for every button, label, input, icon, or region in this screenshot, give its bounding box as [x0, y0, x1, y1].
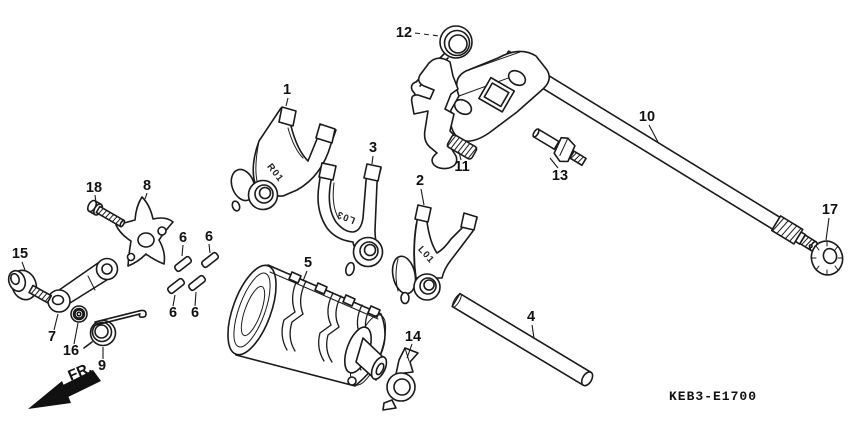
leader-line-6 — [172, 294, 176, 307]
gearshift-arm-assembly — [410, 50, 551, 170]
stopper-arm-spring — [83, 309, 147, 349]
arm-pin-lower — [453, 98, 473, 116]
part-label-1: 1 — [283, 82, 291, 98]
part-label-4: 4 — [527, 309, 535, 325]
fork-pad — [414, 204, 432, 223]
part-label-9: 9 — [98, 358, 106, 374]
part-label-18: 18 — [86, 180, 102, 196]
part-label-11: 11 — [454, 159, 469, 175]
part-label-12: 12 — [396, 25, 412, 41]
part-label-17: 17 — [822, 202, 838, 218]
part-label-2: 2 — [416, 173, 424, 189]
leader-line-16 — [73, 322, 79, 345]
drum-slot — [367, 305, 381, 318]
part-label-13: 13 — [552, 168, 568, 184]
part-label-3: 3 — [369, 140, 377, 156]
fork-pad — [363, 163, 382, 182]
dowel-pin — [166, 277, 186, 295]
leader-line-15 — [21, 261, 26, 271]
dowel-pin — [187, 274, 207, 292]
part-label-6: 6 — [205, 229, 213, 245]
spindle-grommet — [810, 240, 844, 276]
leader-line-4 — [531, 324, 535, 339]
dowel-pin — [173, 255, 193, 273]
gearshift-drum — [227, 264, 388, 387]
spindle-square-hole — [478, 76, 516, 113]
arm-spring — [446, 134, 478, 160]
stopper-arm-collar — [70, 305, 88, 323]
part-label-7: 7 — [48, 329, 56, 345]
fr-arrow-shaft — [57, 370, 101, 399]
drum-stopper-arm — [47, 257, 119, 313]
leader-line-10 — [648, 124, 659, 143]
shift-fork-left — [391, 204, 478, 305]
front-direction-indicator: FR. — [28, 359, 101, 409]
gearshift-spindle-shaft — [500, 50, 818, 252]
leader-line-2 — [420, 188, 425, 206]
part-label-16: 16 — [63, 343, 79, 359]
leader-line-18 — [94, 194, 97, 204]
leader-line-6 — [208, 243, 211, 254]
part-label-6: 6 — [179, 230, 187, 246]
fork-pad — [278, 106, 297, 127]
leader-line-7 — [53, 313, 59, 331]
arm-pin-upper — [507, 69, 527, 87]
drum-slot — [288, 271, 302, 284]
fork-pad — [315, 123, 336, 144]
leader-line-1 — [285, 97, 289, 107]
shift-fork-center — [317, 162, 384, 277]
leader-line-6 — [181, 244, 184, 257]
fr-arrow-head — [28, 381, 71, 409]
leader-line-3 — [371, 155, 374, 165]
part-label-8: 8 — [143, 178, 151, 194]
dowel-pin — [200, 251, 220, 269]
shift-fork-right — [230, 106, 337, 212]
part-label-14: 14 — [405, 329, 421, 345]
diagram-code: KEB3-E1700 — [669, 389, 757, 404]
stopper-plate-bolt — [86, 199, 126, 228]
pivot-bolt — [532, 128, 587, 167]
shift-claw — [410, 57, 459, 170]
part-label-10: 10 — [639, 109, 655, 125]
part-label-6: 6 — [169, 305, 177, 321]
drum-slot — [314, 282, 328, 295]
fork-pad — [318, 162, 337, 181]
drum-stopper-plate — [115, 196, 174, 267]
leader-line-14 — [406, 343, 413, 359]
bearing-set-plate — [382, 347, 419, 411]
leader-line-11 — [458, 151, 462, 161]
drum-slot — [342, 294, 356, 307]
leader-line-6 — [194, 291, 197, 307]
leader-line-12 — [414, 32, 440, 37]
part-label-6: 6 — [191, 305, 199, 321]
fork-pad — [460, 212, 478, 231]
leader-line-17 — [825, 217, 830, 241]
part-label-5: 5 — [304, 255, 312, 271]
fork-shaft — [451, 292, 594, 387]
part-label-15: 15 — [12, 246, 28, 262]
leader-line-5 — [302, 270, 308, 282]
leader-line-13 — [549, 157, 559, 169]
leader-line-8 — [144, 192, 148, 200]
stopper-arm-bolt — [7, 269, 53, 304]
